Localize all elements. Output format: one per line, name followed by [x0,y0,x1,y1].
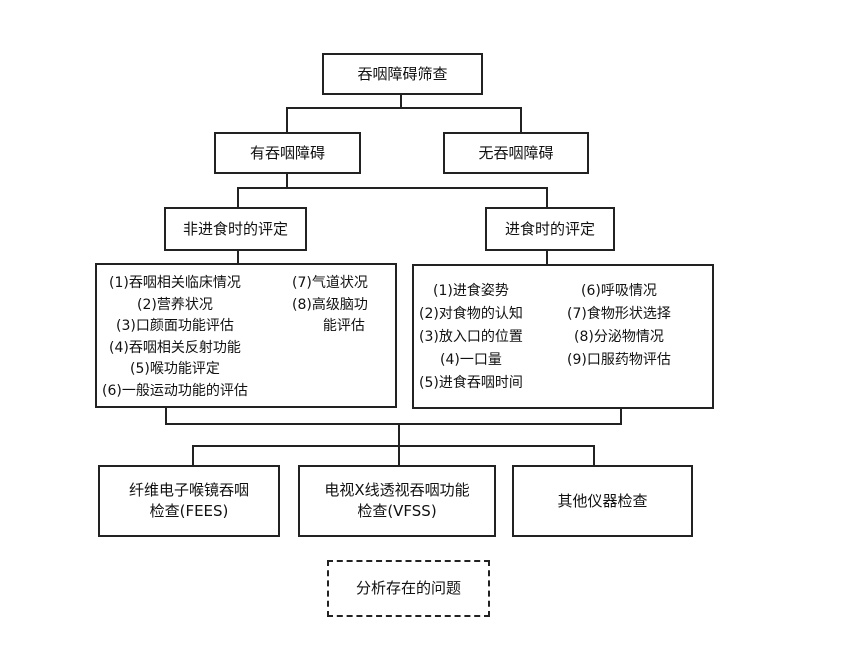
node-label: 非进食时的评定 [182,219,288,238]
connector [237,250,239,264]
list-item: (3)放入口的位置 [419,329,523,345]
connector [165,423,622,425]
list-item: (6)一般运动功能的评估 [102,382,248,399]
non-eating-items-col2: (7)气道状况 (8)高级脑功 能评估 [292,273,368,338]
node-label: 检查(FEES) [149,502,229,520]
list-item: (1)进食姿势 [433,283,509,299]
list-item: (4)吞咽相关反射功能 [109,339,241,356]
eating-items-col2: (6)呼吸情况 (7)食物形状选择 (8)分泌物情况 (9)口服药物评估 [567,280,671,372]
node-other-instruments: 其他仪器检查 [512,465,693,537]
list-item: (5)喉功能评定 [130,361,220,377]
non-eating-items-box: (1)吞咽相关临床情况 (2)营养状况 (3)口颜面功能评估 (4)吞咽相关反射… [95,263,397,408]
connector [192,445,194,466]
list-item: (2)对食物的认知 [419,306,523,322]
connector [286,173,288,189]
node-label: 其他仪器检查 [557,491,648,510]
eating-items-box: (1)进食姿势 (2)对食物的认知 (3)放入口的位置 (4)一口量 (5)进食… [412,264,714,409]
node-label: 分析存在的问题 [355,579,461,597]
connector [237,187,239,208]
node-eating-evaluation: 进食时的评定 [485,207,615,251]
node-vfss: 电视X线透视吞咽功能 检查(VFSS) [298,465,496,537]
connector [286,107,288,133]
node-label: 纤维电子喉镜吞咽 [128,481,249,499]
connector [286,107,522,109]
list-item: 能评估 [322,318,365,334]
connector [620,408,622,425]
list-item: (5)进食吞咽时间 [419,375,523,391]
node-label: 检查(VFSS) [357,502,437,520]
node-label: 无吞咽障碍 [478,143,554,162]
node-has-dysphagia: 有吞咽障碍 [214,132,361,174]
list-item: (9)口服药物评估 [567,352,671,368]
list-item: (7)食物形状选择 [567,306,671,322]
list-item: (3)口颜面功能评估 [116,318,234,334]
node-label: 有吞咽障碍 [249,143,325,162]
node-label: 进食时的评定 [504,219,595,238]
eating-items-col1: (1)进食姿势 (2)对食物的认知 (3)放入口的位置 (4)一口量 (5)进食… [419,280,523,395]
connector [237,187,548,189]
node-no-dysphagia: 无吞咽障碍 [443,132,589,174]
connector [192,445,595,447]
connector [400,94,402,109]
non-eating-items-col1: (1)吞咽相关临床情况 (2)营养状况 (3)口颜面功能评估 (4)吞咽相关反射… [102,273,248,402]
list-item: (8)高级脑功 [292,296,368,313]
node-analyze-problems: 分析存在的问题 [327,560,490,617]
node-label: 电视X线透视吞咽功能 [324,481,470,499]
list-item: (8)分泌物情况 [574,329,664,345]
connector [593,445,595,466]
node-screening: 吞咽障碍筛查 [322,53,483,95]
node-fees: 纤维电子喉镜吞咽 检查(FEES) [98,465,280,537]
list-item: (2)营养状况 [137,296,213,313]
connector [546,250,548,265]
list-item: (6)呼吸情况 [581,283,657,299]
node-non-eating-evaluation: 非进食时的评定 [164,207,307,251]
connector [546,187,548,208]
list-item: (4)一口量 [440,352,502,368]
list-item: (1)吞咽相关临床情况 [109,275,241,291]
list-item: (7)气道状况 [292,275,368,291]
connector [165,407,167,425]
connector [520,107,522,133]
node-label: 吞咽障碍筛查 [357,64,448,83]
connector [398,423,400,466]
